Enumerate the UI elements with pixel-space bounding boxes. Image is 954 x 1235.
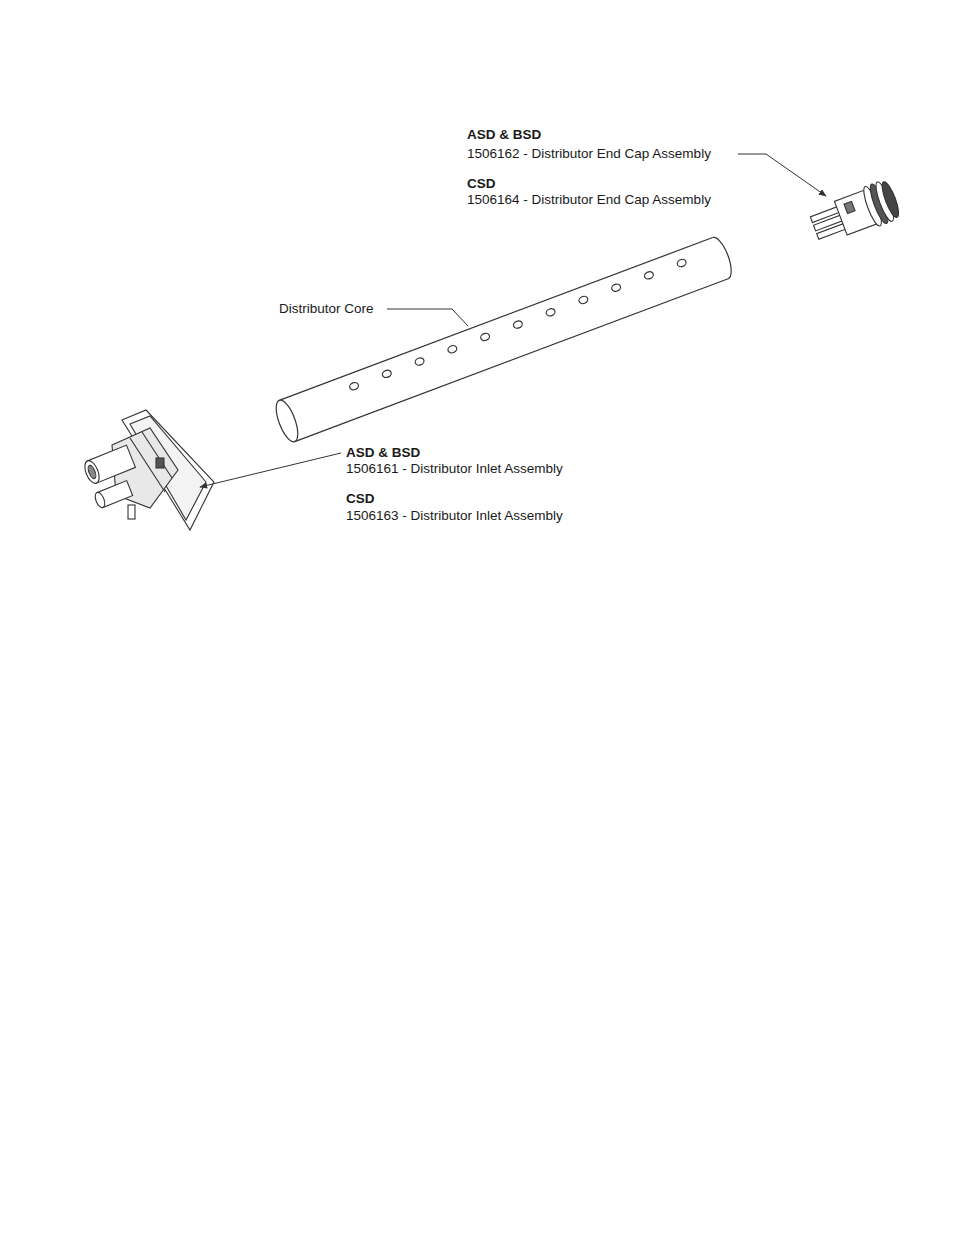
pipe-end	[93, 491, 106, 509]
cap-end	[879, 180, 902, 219]
variant-heading: CSD	[346, 491, 375, 507]
part-label: 1506164 - Distributor End Cap Assembly	[467, 192, 711, 208]
inlet-small-pipe	[93, 481, 132, 509]
cap-slot	[844, 201, 855, 213]
tube-hole	[611, 283, 622, 293]
tube-holes	[349, 258, 688, 391]
variant-heading: ASD & BSD	[346, 445, 420, 461]
inlet-nub	[128, 505, 135, 519]
variant-heading: ASD & BSD	[467, 127, 541, 143]
tube-body	[279, 238, 728, 442]
tube-hole	[643, 270, 654, 280]
inlet-slot	[156, 458, 164, 468]
tube-hole	[545, 307, 556, 317]
leader-line	[738, 154, 826, 196]
inlet-rib	[142, 432, 172, 478]
tube-hole	[676, 258, 687, 268]
inlet-rib	[130, 438, 165, 492]
variant-heading: CSD	[467, 176, 496, 192]
pipe-bore	[87, 464, 98, 479]
part-label: 1506163 - Distributor Inlet Assembly	[346, 508, 563, 524]
inlet-main-pipe	[82, 445, 135, 485]
tube-hole	[480, 332, 491, 342]
tube-far-end	[713, 235, 736, 279]
tube-hole	[578, 295, 589, 305]
end-cap-assembly	[807, 178, 902, 248]
inlet-assembly	[82, 410, 214, 530]
part-label: 1506161 - Distributor Inlet Assembly	[346, 461, 563, 477]
tube-hole	[381, 369, 392, 379]
tube-hole	[414, 357, 425, 367]
tube-hole	[447, 344, 458, 354]
pipe-end	[82, 459, 102, 486]
leader-lines	[200, 154, 826, 487]
part-label: 1506162 - Distributor End Cap Assembly	[467, 146, 711, 162]
part-label: Distributor Core	[279, 301, 374, 317]
tube-open-end	[272, 398, 302, 445]
tube-edge	[279, 238, 712, 401]
tube-hole	[512, 320, 523, 330]
leader-line	[200, 453, 341, 487]
leader-line	[387, 309, 468, 326]
tube-hole	[349, 381, 360, 391]
distributor-core-tube	[272, 235, 736, 445]
